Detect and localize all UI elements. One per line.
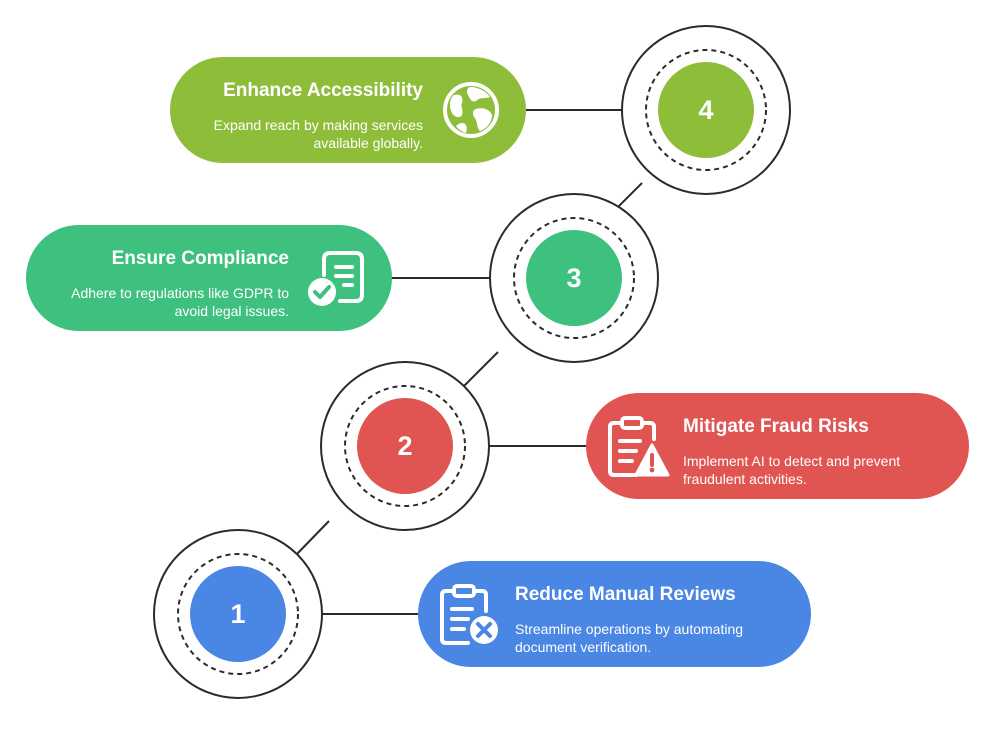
step-number-2: 2 — [357, 398, 453, 494]
step-card-ensure-compliance: Ensure Compliance Adhere to regulations … — [26, 225, 392, 331]
step-number-1-label: 1 — [230, 598, 246, 629]
connector-1-2 — [295, 520, 330, 556]
step-3-title: Ensure Compliance — [111, 248, 289, 269]
step-number-1: 1 — [190, 566, 286, 662]
dashed-ring-3 — [513, 217, 635, 339]
step-4-description: Expand reach by making services availabl… — [213, 117, 423, 151]
step-card-reduce-manual-reviews: Reduce Manual Reviews Streamline operati… — [418, 561, 811, 667]
step-4-title: Enhance Accessibility — [223, 80, 423, 101]
step-2-description: Implement AI to detect and prevent fraud… — [683, 453, 901, 487]
step-2-title: Mitigate Fraud Risks — [683, 416, 869, 437]
dashed-ring-4 — [645, 49, 767, 171]
globe-icon — [443, 82, 499, 138]
step-3-description: Adhere to regulations like GDPR to avoid… — [71, 285, 289, 319]
dashed-ring-2 — [344, 385, 466, 507]
step-number-3-label: 3 — [566, 262, 582, 293]
step-card-enhance-accessibility: Enhance Accessibility Expand reach by ma… — [170, 57, 526, 163]
step-number-2-label: 2 — [397, 430, 413, 461]
step-number-4-label: 4 — [698, 94, 714, 125]
connector-2-3 — [463, 351, 499, 387]
step-number-3: 3 — [526, 230, 622, 326]
step-card-mitigate-fraud-risks: Mitigate Fraud Risks Implement AI to det… — [586, 393, 969, 499]
document-check-icon — [308, 251, 364, 306]
clipboard-x-icon — [440, 584, 498, 645]
step-1-title: Reduce Manual Reviews — [515, 584, 736, 605]
step-number-4: 4 — [658, 62, 754, 158]
clipboard-warning-icon — [608, 416, 670, 477]
dashed-ring-1 — [177, 553, 299, 675]
step-1-description: Streamline operations by automating docu… — [515, 621, 744, 655]
